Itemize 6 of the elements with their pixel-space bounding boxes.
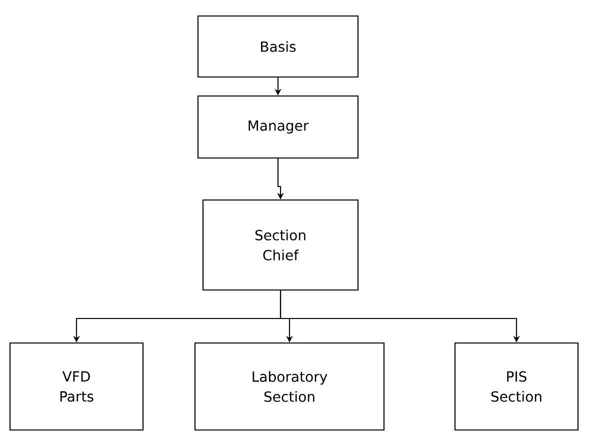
org-box: Section Chief xyxy=(202,199,359,291)
org-box: Manager xyxy=(197,95,359,159)
org-box: Laboratory Section xyxy=(194,342,385,431)
org-box: VFD Parts xyxy=(9,342,144,431)
org-box: Basis xyxy=(197,15,359,78)
org-box: PIS Section xyxy=(454,342,579,431)
